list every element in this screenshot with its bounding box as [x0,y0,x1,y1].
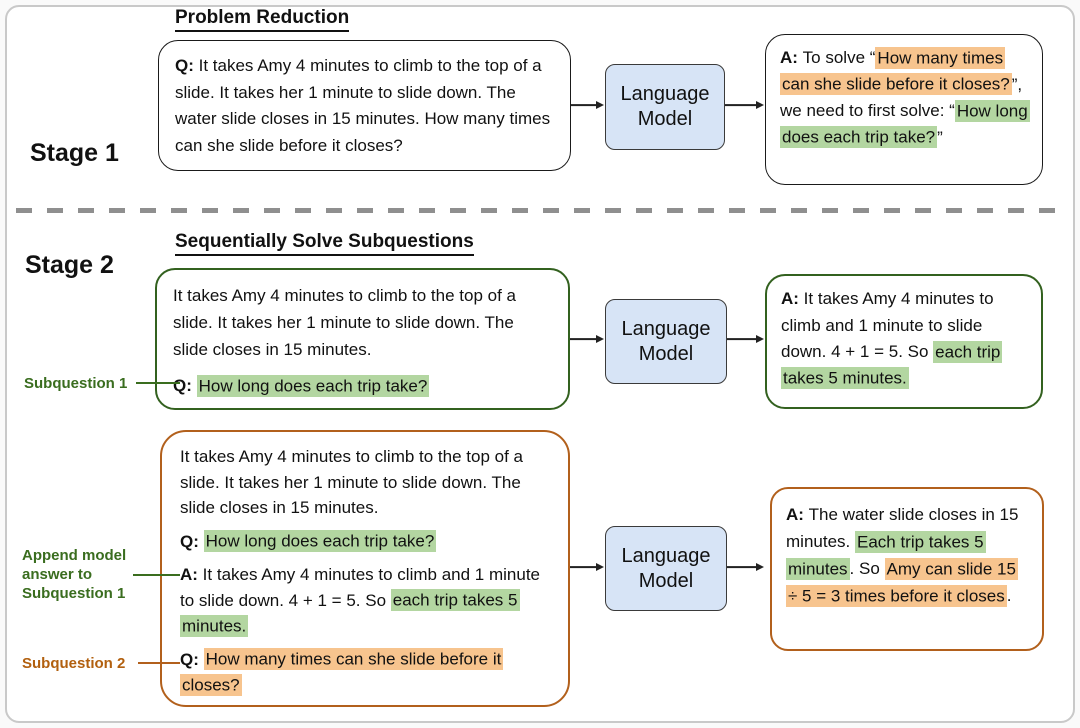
stage2-subquestion1-input-box: It takes Amy 4 minutes to climb to the t… [155,268,570,410]
text-segment: It takes Amy 4 minutes to climb and 1 mi… [781,289,994,361]
stage2-subquestion2-answer-box: A: The water slide closes in 15 minutes.… [770,487,1044,651]
text-segment: To solve “ [802,48,876,67]
arrow-shaft [571,104,598,106]
stage2-label: Stage 2 [25,251,114,279]
text-segment: It takes Amy 4 minutes to climb to the t… [173,286,516,359]
subquestion2-side-label: Subquestion 2 [22,655,126,672]
text-segment: . So [849,559,885,578]
subquestion2-connector-line [138,662,180,665]
text-segment: It takes Amy 4 minutes to climb to the t… [175,56,551,155]
arrow-shaft [570,566,598,568]
arrow-head [756,563,764,571]
stage1-question-box: Q: It takes Amy 4 minutes to climb to th… [158,40,571,171]
text-segment: . [1006,586,1012,605]
arrow-head [756,101,764,109]
flow-arrow-icon [571,99,604,111]
text-segment: A: [786,505,809,524]
stage1-answer-box: A: To solve “How many times can she slid… [765,34,1043,185]
stage2-section-title: Sequentially Solve Subquestions [175,231,474,256]
arrow-head [756,335,764,343]
text-segment: The water slide closes in 15 minutes. [786,505,1019,551]
stage-divider-dashed-line [16,208,1064,213]
flow-arrow-icon [725,99,764,111]
subquestion1-connector-line [136,382,180,385]
arrow-shaft [727,338,758,340]
stage2-subquestion2-input-box: It takes Amy 4 minutes to climb to the t… [160,430,570,707]
language-model-box-stage1: Language Model [605,64,725,150]
text-segment: Q: [173,376,197,395]
text-segment: Q: [180,531,204,551]
stage1-section-title: Problem Reduction [175,7,350,32]
text-segment: It takes Amy 4 minutes to climb to the t… [180,447,523,517]
append-answer-connector-line [133,574,180,577]
text-segment: A: [780,48,803,67]
stage1-label: Stage 1 [30,139,119,167]
text-segment: A: [781,289,804,308]
text-segment: A: [180,565,203,584]
arrow-shaft [725,104,758,106]
flow-arrow-icon [727,333,764,345]
arrow-shaft [727,566,758,568]
highlighted-text: How long does each trip take? [196,374,430,397]
arrow-head [596,335,604,343]
language-model-box-stage2-row2: Language Model [605,526,727,611]
flow-arrow-icon [570,561,604,573]
text-segment: ” [937,127,943,147]
text-segment: ”, we need to first solve: “ [780,74,1023,121]
flow-arrow-icon [727,561,764,573]
arrow-head [596,101,604,109]
arrow-shaft [570,338,598,340]
arrow-head [596,563,604,571]
text-segment: It takes Amy 4 minutes to climb and 1 mi… [180,565,540,610]
text-segment: Q: [180,649,204,669]
language-model-box-stage2-row1: Language Model [605,299,727,384]
append-answer-side-label: Append model answer to Subquestion 1 [22,547,127,602]
highlighted-text: How long does each trip take? [203,530,437,552]
text-segment: Q: [175,56,199,75]
highlighted-text: How many times can she slide before it c… [180,648,504,696]
stage2-subquestion1-answer-box: A: It takes Amy 4 minutes to climb and 1… [765,274,1043,409]
subquestion1-side-label: Subquestion 1 [24,375,128,392]
flow-arrow-icon [570,333,604,345]
